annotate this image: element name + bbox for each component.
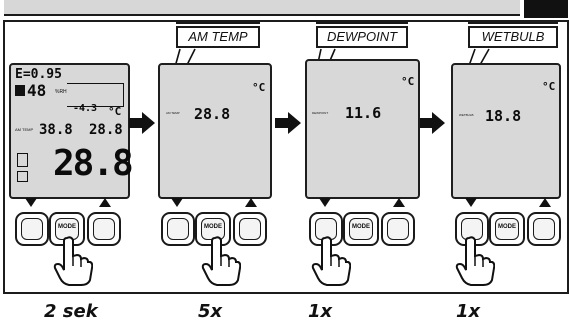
wetbulb-tag: WETBULB (459, 113, 474, 117)
pointing-hand-icon (311, 236, 351, 286)
small-left-readout: 38.8 (39, 122, 73, 138)
am-temp-label: AM TEMP (176, 22, 260, 48)
pointing-hand-icon (53, 236, 93, 286)
humidity-box (67, 83, 124, 107)
instruction-panel: AM TEMP DEWPOINT WETBULB E=0.95 48 %RH -… (3, 20, 569, 294)
press-down-indicator (171, 198, 183, 207)
step-caption: 1x (308, 301, 333, 322)
arrow-right-icon (275, 112, 301, 134)
mode-button-label: MODE (498, 224, 516, 230)
mode-button[interactable]: MODE (489, 212, 525, 246)
press-down-indicator (465, 198, 477, 207)
step-caption: 5x (198, 301, 223, 322)
unit-readout: °C (108, 105, 122, 118)
am-temp-small-label: AM TEMP (15, 127, 34, 132)
press-down-indicator (25, 198, 37, 207)
wetbulb-label: WETBULB (468, 22, 558, 48)
trigger-button[interactable] (381, 212, 415, 246)
arrow-right-icon (419, 112, 445, 134)
wetbulb-unit: °C (542, 80, 556, 93)
main-display-screen: E=0.95 48 %RH -4.3 °C AM TEMP 38.8 28.8 … (9, 63, 134, 199)
dewpoint-value: 11.6 (345, 104, 382, 122)
arrow-right-icon (129, 112, 155, 134)
button-panel: MODE (157, 198, 267, 254)
wetbulb-value: 18.8 (485, 107, 522, 125)
am-temp-value: 28.8 (194, 105, 231, 123)
header-bar (0, 0, 570, 21)
trigger-button[interactable] (233, 212, 267, 246)
pointing-hand-icon (201, 236, 241, 286)
main-value-readout: 28.8 (53, 143, 134, 184)
press-down-indicator (319, 198, 331, 207)
press-up-indicator (539, 198, 551, 207)
offset-readout: -4.3 (73, 103, 98, 114)
small-right-readout: 28.8 (89, 122, 123, 138)
dewpoint-tag: DEWPOINT (312, 111, 329, 115)
wetbulb-screen: WETBULB 18.8 °C (451, 63, 561, 199)
emissivity-readout: E=0.95 (15, 67, 62, 82)
am-temp-unit: °C (252, 81, 266, 94)
laser-button[interactable] (161, 212, 195, 246)
pointing-hand-icon (455, 236, 495, 286)
step-caption: 2 sek (44, 301, 98, 322)
trigger-button[interactable] (527, 212, 561, 246)
mode-icon-b (17, 171, 28, 182)
humidity-icon (15, 85, 25, 96)
press-up-indicator (245, 198, 257, 207)
header-strip (4, 0, 520, 16)
mode-icon-a (17, 153, 28, 167)
humidity-readout: 48 (27, 81, 47, 100)
press-up-indicator (99, 198, 111, 207)
mode-button-label: MODE (58, 224, 76, 230)
mode-button-label: MODE (352, 224, 370, 230)
button-panel: MODE (305, 198, 415, 254)
laser-button[interactable] (15, 212, 49, 246)
am-temp-tag: AM TEMP (166, 111, 180, 115)
mode-button-label: MODE (204, 224, 222, 230)
mode-button[interactable]: MODE (343, 212, 379, 246)
humidity-unit: %RH (55, 89, 67, 95)
dewpoint-unit: °C (401, 75, 415, 88)
press-up-indicator (393, 198, 405, 207)
button-panel: MODE (11, 198, 121, 254)
dewpoint-screen: DEWPOINT 11.6 °C (305, 59, 420, 199)
dewpoint-label: DEWPOINT (316, 22, 408, 48)
header-corner-tab (524, 0, 568, 18)
am-temp-screen: AM TEMP 28.8 °C (158, 63, 272, 199)
trigger-button[interactable] (87, 212, 121, 246)
step-caption: 1x (456, 301, 481, 322)
